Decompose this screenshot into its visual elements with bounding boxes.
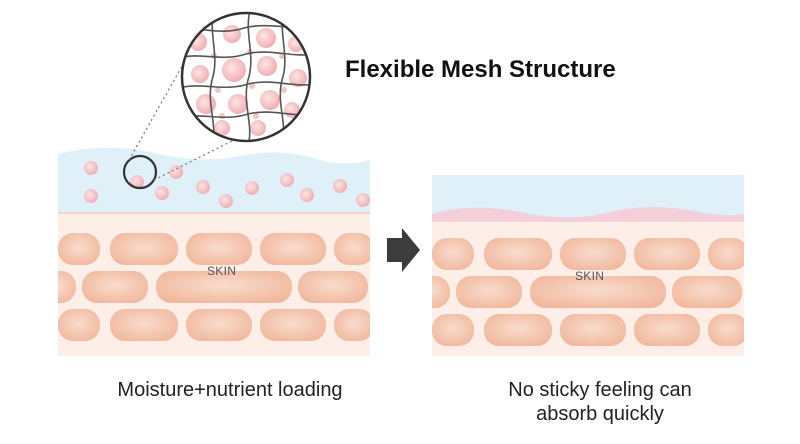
nutrient-capsules — [84, 161, 370, 208]
caption-left: Moisture+nutrient loading — [117, 379, 343, 401]
magnifier-circle-icon — [122, 154, 158, 190]
skin-cells — [432, 238, 744, 346]
zoom-guide-line — [128, 51, 191, 161]
caption-right-line2: absorb quickly — [536, 403, 664, 425]
skin-label-left: SKIN — [207, 264, 237, 278]
diagram-title: Flexible Mesh Structure — [345, 56, 616, 83]
caption-right-line1: No sticky feeling can — [508, 379, 692, 401]
right-arrow-icon — [387, 228, 420, 272]
caption-right: No sticky feeling can absorb quickly — [420, 378, 780, 426]
left-skin-panel — [58, 147, 370, 356]
zoomed-mesh — [180, 11, 312, 143]
skin-label-right: SKIN — [575, 269, 605, 283]
moisture-layer — [58, 147, 370, 214]
right-skin-panel — [432, 175, 744, 356]
skin-cells — [58, 233, 370, 341]
